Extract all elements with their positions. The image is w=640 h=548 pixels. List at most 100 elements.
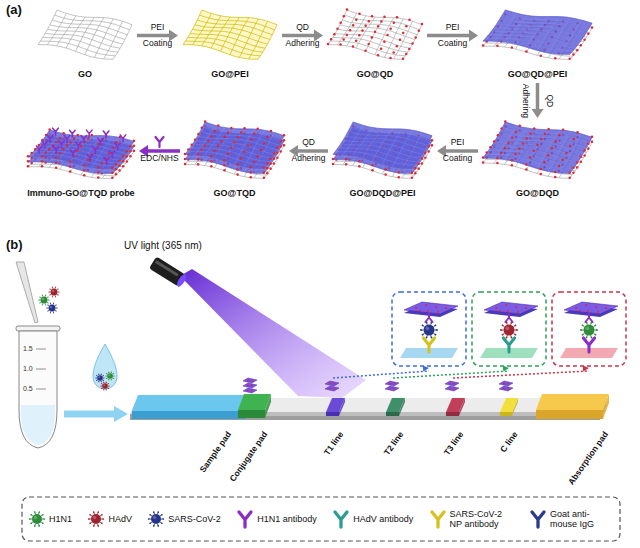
virus-icon-part	[52, 290, 54, 292]
sheet-grid	[537, 17, 559, 51]
virus-icon-part	[502, 334, 504, 336]
quantum-dot	[386, 34, 389, 37]
sheet-grid	[38, 10, 57, 45]
arrow-label: EDC/NHS	[140, 154, 178, 164]
virus-icon-part	[593, 333, 595, 334]
virus-icon-part	[106, 382, 107, 383]
quantum-dot	[133, 145, 136, 148]
quantum-dot	[55, 157, 58, 160]
virus-icon-part	[108, 374, 110, 376]
panel-label: (a)	[6, 3, 22, 18]
quantum-dot	[330, 38, 333, 41]
sheet-grid	[500, 132, 587, 147]
virus-icon-part	[50, 303, 51, 304]
graphene-sheet-node: GO@PEI	[180, 8, 280, 81]
quantum-dot	[201, 127, 204, 130]
virus-icon-part	[91, 514, 101, 524]
quantum-dot	[346, 34, 349, 37]
sheet-grid	[548, 18, 570, 53]
virus-icon-part	[502, 324, 504, 326]
virus-icon-part	[53, 312, 54, 313]
probe-icon-part	[503, 388, 505, 390]
arrow-shaft	[137, 34, 169, 38]
quantum-dot	[368, 20, 371, 23]
quantum-dot	[279, 145, 282, 148]
virus-icon-part	[103, 382, 104, 383]
virus-icon-part	[511, 337, 513, 339]
quantum-dot	[558, 134, 561, 137]
sheet-grid	[559, 134, 581, 173]
virus-icon-part	[105, 389, 106, 390]
quantum-dot	[279, 140, 282, 143]
virus-icon-part	[50, 289, 51, 291]
antibody-icon	[109, 151, 115, 158]
probe-icon	[385, 381, 399, 386]
virus-icon-part	[38, 511, 40, 513]
virus-icon-part	[58, 292, 60, 293]
antibody-icon	[425, 313, 432, 322]
virus-icon-part	[586, 322, 588, 324]
virus-icon-part	[94, 512, 96, 514]
sheet-illustration	[330, 120, 435, 182]
zoom-callout-part	[499, 310, 501, 312]
sheet-label: GO@QD@PEI	[508, 69, 568, 80]
quantum-dot	[377, 25, 380, 28]
virus-icon	[48, 287, 59, 298]
quantum-dot	[207, 140, 210, 143]
virus-icon-part	[106, 376, 107, 377]
arrowhead	[469, 30, 478, 42]
sheet-grid	[202, 10, 277, 25]
quantum-dot	[269, 157, 272, 160]
strip-part-label: Absorption pad	[567, 430, 611, 487]
virus-icon-part	[55, 287, 56, 288]
virus-icon	[420, 321, 438, 338]
quantum-dot	[184, 153, 187, 156]
antibody-icon	[120, 135, 126, 142]
sample-tube-part	[16, 326, 60, 331]
quantum-dot	[576, 49, 579, 52]
virus-icon-part	[30, 519, 32, 520]
virus-icon-part	[157, 512, 159, 514]
arrow-label: PEI	[151, 23, 165, 33]
quantum-dot	[504, 120, 507, 123]
zoom-callout-part	[505, 304, 507, 306]
antibody-icon-part	[104, 157, 110, 164]
quantum-dot	[41, 160, 44, 163]
antibody-icon-part	[432, 512, 444, 527]
sample-tube-part-part	[36, 389, 46, 390]
sheet-grid	[333, 122, 353, 155]
quantum-dot	[246, 144, 249, 147]
probe-icon	[385, 386, 399, 391]
virus-icon-part	[595, 330, 597, 331]
volume-mark: 1.5	[23, 345, 33, 353]
virus-icon	[100, 382, 109, 391]
absorption-pad-part	[536, 394, 609, 410]
strip-part-label: Sample pad	[199, 430, 234, 475]
quantum-dot	[554, 176, 557, 179]
quantum-dot	[115, 168, 118, 171]
arrow-label: PEI	[446, 23, 460, 33]
sheet-grid	[190, 148, 269, 162]
virus-icon-part	[421, 330, 423, 331]
quantum-dot	[236, 168, 239, 171]
sheet-grid	[494, 142, 581, 157]
virus-icon-part	[158, 511, 160, 513]
quantum-dot	[515, 131, 518, 134]
antibody-icon	[583, 338, 594, 352]
sheet-grid	[489, 35, 576, 48]
arrow-shaft	[446, 149, 478, 153]
quantum-dot	[424, 152, 427, 155]
sheet-grid	[328, 10, 347, 45]
antibody-icon-part	[98, 138, 104, 145]
virus-icon-part	[515, 324, 517, 326]
quantum-dot	[276, 152, 279, 155]
quantum-dot	[529, 132, 532, 135]
virus-icon-part	[55, 310, 56, 312]
quantum-dot	[97, 171, 100, 174]
quantum-dot	[345, 163, 348, 166]
quantum-dot	[384, 173, 387, 176]
quantum-dot	[87, 159, 90, 162]
virus-icon-part	[154, 524, 156, 526]
sheet-grid	[491, 31, 578, 44]
